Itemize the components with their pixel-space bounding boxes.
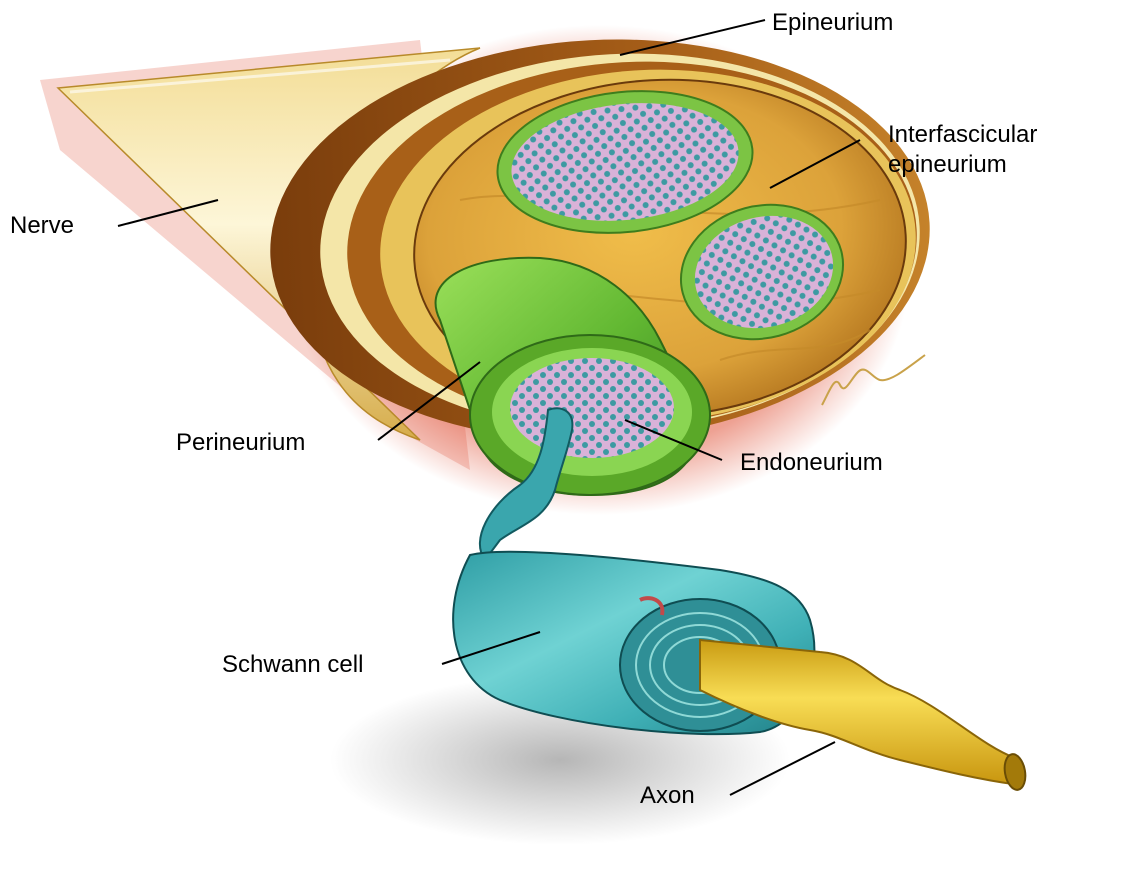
label-perineurium: Perineurium: [176, 429, 305, 456]
label-axon: Axon: [640, 782, 695, 809]
label-epineurium: Epineurium: [772, 9, 893, 36]
label-schwann-cell: Schwann cell: [222, 651, 363, 678]
label-endoneurium: Endoneurium: [740, 449, 883, 476]
label-interfascicular-line1: Interfascicular: [888, 121, 1037, 148]
label-interfascicular-line2: epineurium: [888, 151, 1007, 178]
label-nerve: Nerve: [10, 212, 74, 239]
